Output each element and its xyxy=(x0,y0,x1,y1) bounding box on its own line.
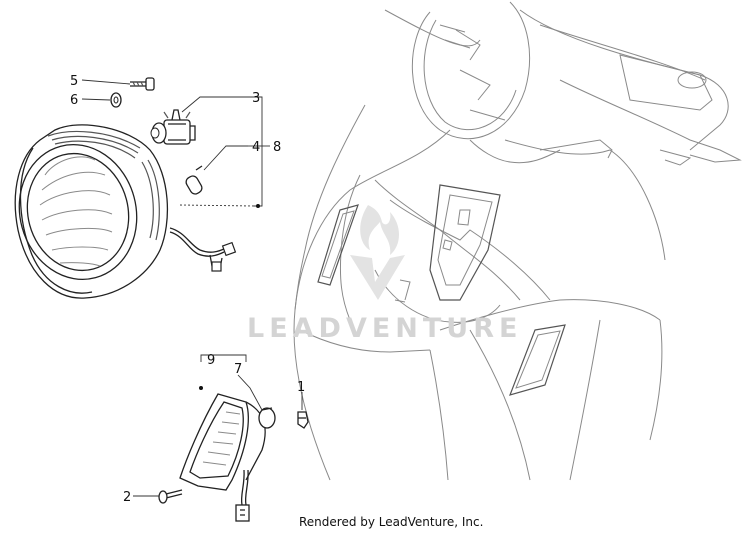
part-1-clip-nut xyxy=(297,411,309,429)
callout-6: 6 xyxy=(70,93,78,108)
part-7-turn-bulb xyxy=(258,407,276,429)
turn-signal-lens xyxy=(179,393,266,522)
callout-1: 1 xyxy=(297,380,305,395)
footer-credit: Rendered by LeadVenture, Inc. xyxy=(299,515,483,529)
scooter-body-outline xyxy=(293,1,742,481)
part-3-headlight-bulb xyxy=(150,109,196,145)
part-4-parking-bulb xyxy=(185,165,203,195)
part-5-screw xyxy=(130,77,155,91)
callout-4: 4 xyxy=(252,140,260,155)
leader-lines xyxy=(81,79,303,497)
callout-5: 5 xyxy=(70,74,78,89)
callout-2: 2 xyxy=(123,490,131,505)
callout-8: 8 xyxy=(273,140,281,155)
watermark-logo-icon xyxy=(350,205,405,300)
callout-3: 3 xyxy=(252,91,260,106)
watermark-text: LEADVENTURE xyxy=(247,313,522,344)
part-6-washer xyxy=(110,92,122,108)
callout-7: 7 xyxy=(234,362,242,377)
part-2-screw xyxy=(158,489,183,504)
headlight-housing xyxy=(14,124,237,299)
callout-9: 9 xyxy=(207,353,215,368)
callout-bracket-8 xyxy=(179,96,270,208)
